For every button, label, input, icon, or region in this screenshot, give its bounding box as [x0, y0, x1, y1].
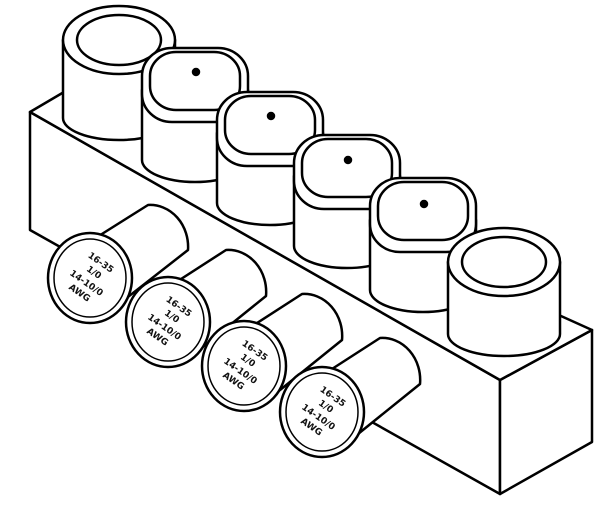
- front-cap-1: 16-35 1/0 14-10/0 AWG: [46, 203, 190, 325]
- front-cap-2: 16-35 1/0 14-10/0 AWG: [124, 248, 268, 369]
- front-cap-4: 16-35 1/0 14-10/0 AWG: [278, 336, 422, 459]
- front-cap-3: 16-35 1/0 14-10/0 AWG: [200, 292, 344, 413]
- top-port-open-2: [446, 226, 562, 358]
- top-port-capped-4: [368, 176, 478, 314]
